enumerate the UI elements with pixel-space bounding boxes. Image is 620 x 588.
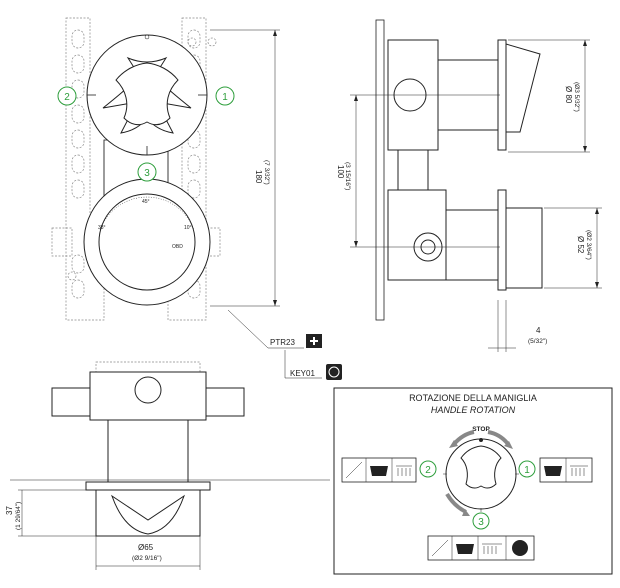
svg-text:(Ø3 5/32"): (Ø3 5/32"): [573, 82, 580, 112]
svg-text:Ø 52: Ø 52: [576, 236, 585, 254]
svg-text:1: 1: [222, 92, 228, 103]
svg-text:4: 4: [536, 326, 541, 335]
svg-text:1: 1: [524, 465, 530, 476]
scale-label-45: 45°: [142, 199, 150, 205]
stop-label: STOP: [472, 426, 490, 433]
thermostatic-knob: 38° 45° 10° OBD: [83, 178, 211, 306]
depth-dimension: 4 (5/32"): [488, 300, 547, 352]
ptr-leader: PTR23: [227, 309, 322, 349]
knob-mark: OBD: [172, 244, 183, 250]
diverter-handle: [86, 34, 208, 156]
callout-2: 2: [57, 86, 77, 106]
svg-text:2: 2: [425, 465, 431, 476]
front-view: 38° 45° 10° OBD 2 1 3 180 (7 3/32"): [51, 17, 342, 380]
bottom-diameter-dimension: Ø65 (Ø2 9/16"): [95, 536, 201, 570]
svg-text:(Ø2 9/16"): (Ø2 9/16"): [132, 555, 162, 562]
outlet-icons-bottom: [427, 535, 535, 561]
callout-3: 3: [137, 162, 157, 182]
rotation-callout-2: 2: [419, 460, 437, 478]
bottom-view: 37 (1 29/64") Ø65 (Ø2 9/16"): [5, 361, 330, 570]
svg-text:Ø 80: Ø 80: [564, 86, 573, 104]
svg-text:(Ø2 3/64"): (Ø2 3/64"): [585, 230, 592, 260]
svg-text:100: 100: [336, 165, 345, 179]
handle-rotation-box: ROTAZIONE DELLA MANIGLIA HANDLE ROTATION…: [333, 387, 613, 575]
svg-text:(7 3/32"): (7 3/32"): [263, 160, 270, 185]
outlet-icons-right: [539, 457, 593, 483]
bottom-depth-dimension: 37 (1 29/64"): [5, 489, 96, 537]
callout-1: 1: [215, 86, 235, 106]
rotation-callout-3: 3: [472, 512, 490, 530]
scale-label-10: 10°: [184, 225, 192, 231]
lower-diameter-dimension: Ø 52 (Ø2 3/64"): [544, 207, 602, 289]
svg-text:2: 2: [64, 92, 70, 103]
svg-text:(3 15/16"): (3 15/16"): [344, 162, 351, 190]
upper-diameter-dimension: Ø 80 (Ø3 5/32"): [508, 39, 590, 153]
height-dimension: 180 (7 3/32"): [210, 29, 280, 307]
spacing-dimension: 100 (3 15/16"): [336, 95, 358, 247]
svg-text:37: 37: [5, 506, 14, 515]
svg-text:(5/32"): (5/32"): [528, 338, 547, 345]
svg-text:Ø65: Ø65: [138, 543, 154, 552]
svg-text:180: 180: [254, 170, 263, 184]
svg-text:(1 29/64"): (1 29/64"): [15, 502, 22, 530]
ptr-label: PTR23: [270, 338, 295, 347]
rotation-title: ROTAZIONE DELLA MANIGLIA: [409, 393, 537, 403]
outlet-icons-left: [341, 457, 417, 483]
key-leader: KEY01: [284, 350, 342, 380]
rotation-callout-1: 1: [518, 460, 536, 478]
scale-label-38: 38°: [98, 225, 106, 231]
key-label: KEY01: [290, 369, 315, 378]
svg-text:3: 3: [478, 517, 484, 528]
svg-text:3: 3: [144, 168, 150, 179]
rotation-subtitle: HANDLE ROTATION: [431, 405, 516, 415]
side-view: 100 (3 15/16") Ø 80 (Ø3 5/32") Ø 52 (Ø2 …: [336, 19, 602, 352]
